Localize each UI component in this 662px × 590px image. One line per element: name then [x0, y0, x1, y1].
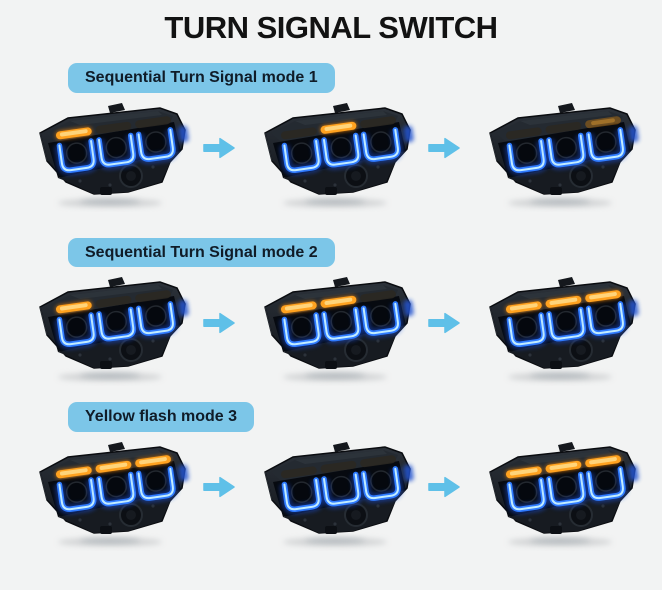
right-arrow-icon [427, 311, 460, 335]
mode-badge-label: Yellow flash mode 3 [85, 408, 238, 426]
right-arrow-icon [427, 475, 460, 499]
mode-badge-label: Sequential Turn Signal mode 1 [85, 69, 318, 86]
mode-badge: Sequential Turn Signal mode 1 [68, 63, 335, 93]
headlight-photo-mode3-step2 [235, 436, 427, 551]
headlight-photo-mode1-step3 [460, 97, 652, 212]
headlight-photo-mode1-step2 [235, 97, 427, 212]
headlight-photo-mode2-step3 [460, 271, 652, 386]
right-arrow-icon [202, 136, 235, 160]
lamp-row [0, 432, 662, 551]
mode-section-2: Sequential Turn Signal mode 2 [0, 237, 662, 387]
right-arrow-icon [427, 136, 460, 160]
page-title: TURN SIGNAL SWITCH [164, 10, 498, 45]
headlight-photo-mode1-step1 [10, 97, 202, 212]
mode-badge: Yellow flash mode 3 [68, 402, 255, 432]
mode-badge: Sequential Turn Signal mode 2 [68, 237, 335, 268]
headlight-photo-mode3-step3 [460, 436, 652, 551]
headlight-photo-mode2-step1 [10, 271, 202, 386]
lamp-row [0, 267, 662, 386]
mode-section-1: Sequential Turn Signal mode 1 [0, 63, 662, 212]
headlight-photo-mode2-step2 [235, 271, 427, 386]
right-arrow-icon [202, 475, 235, 499]
lamp-row [0, 93, 662, 212]
modes-container: Sequential Turn Signal mode 1 Sequential … [0, 63, 662, 551]
right-arrow-icon [202, 311, 235, 335]
mode-section-3: Yellow flash mode 3 [0, 402, 662, 551]
headlight-photo-mode3-step1 [10, 436, 202, 551]
mode-badge-label: Sequential Turn Signal mode 2 [85, 243, 318, 261]
